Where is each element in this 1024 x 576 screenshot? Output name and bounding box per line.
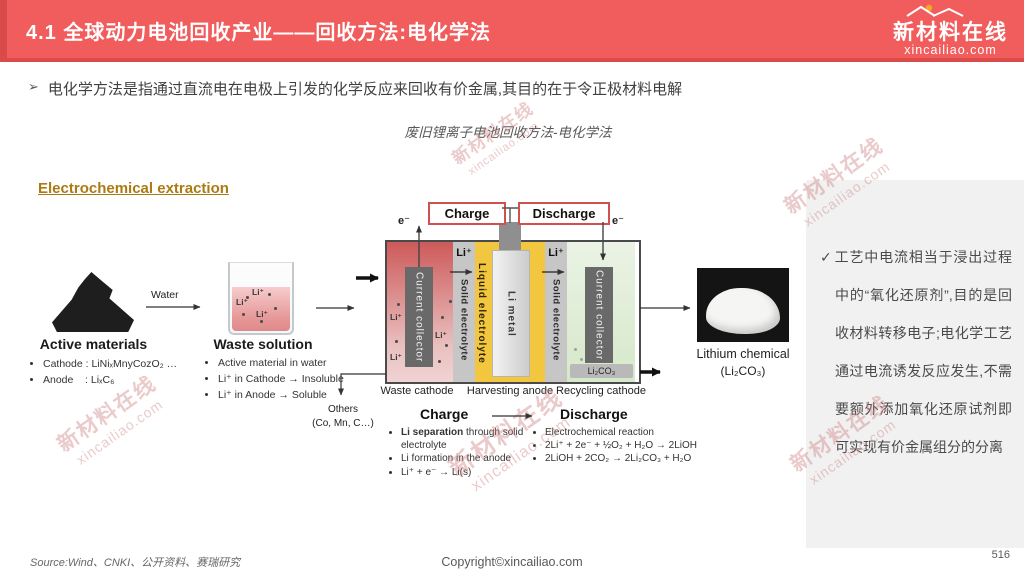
particle-dot bbox=[397, 303, 400, 306]
logo-name: 新材料在线 bbox=[893, 20, 1008, 44]
charge-box-label: Charge bbox=[444, 206, 490, 221]
current-collector-right: Current collector bbox=[585, 267, 613, 363]
lithium-chemical-label: Lithium chemical bbox=[696, 347, 790, 361]
li-ion-label: Li⁺ bbox=[252, 287, 265, 297]
particle-dot bbox=[445, 344, 448, 347]
others-line2: (Co, Mn, C…) bbox=[312, 417, 374, 429]
list-item: Li formation in the anode bbox=[401, 452, 541, 465]
header-banner: 4.1 全球动力电池回收产业——回收方法:电化学法 新材料在线 xincaili… bbox=[0, 0, 1024, 62]
li-ion-label: Li⁺ bbox=[390, 312, 403, 322]
current-collector-label: Current collector bbox=[413, 271, 425, 363]
text-fragment: through solid electrolyte bbox=[401, 427, 524, 452]
white-powder-image bbox=[706, 288, 780, 334]
intro-bullet-line: ➢ 电化学方法是指通过直流电在电极上引发的化学反应来回收有价金属,其目的在于令正… bbox=[28, 78, 988, 99]
list-item: Electrochemical reaction bbox=[545, 426, 720, 439]
li-ion-label: Li⁺ bbox=[390, 352, 403, 362]
discharge-box-label: Discharge bbox=[532, 206, 596, 221]
solid-electrolyte-section bbox=[453, 242, 475, 382]
beaker-liquid bbox=[232, 287, 290, 331]
particle-dot bbox=[260, 320, 263, 323]
waste-solution-label: Waste solution bbox=[213, 336, 313, 352]
source-line: Source:Wind、CNKI、公开资料、赛瑞研究 bbox=[30, 557, 241, 569]
charge-section-title: Charge bbox=[420, 406, 469, 422]
copyright-line: Copyright©xincailiao.com bbox=[441, 555, 583, 569]
page-number: 516 bbox=[991, 549, 1010, 561]
li-metal-electrode: Li metal bbox=[492, 250, 530, 377]
water-label: Water bbox=[151, 289, 179, 301]
li2co3-deposit: Li₂CO₃ bbox=[570, 364, 633, 378]
particle-dot bbox=[574, 348, 577, 351]
particle-dot bbox=[441, 316, 444, 319]
discharge-box: Discharge bbox=[518, 202, 610, 225]
list-item: Li⁺ + e⁻ → Li(s) bbox=[401, 466, 541, 479]
particle-dot bbox=[246, 296, 249, 299]
harvesting-anode-label: Harvesting anode bbox=[466, 385, 554, 397]
active-materials-powder-image bbox=[52, 272, 134, 332]
brand-logo: 新材料在线 xincailiao.com bbox=[893, 4, 1008, 57]
solid-electrolyte-left: Solid electrolyte bbox=[453, 268, 475, 372]
li-ion-label: Li⁺ bbox=[548, 247, 564, 259]
slide-title: 4.1 全球动力电池回收产业——回收方法:电化学法 bbox=[26, 22, 492, 44]
sidebar-panel: ✓工艺中电流相当于浸出过程中的“氧化还原剂”,目的是回收材料转移电子;电化学工艺… bbox=[806, 180, 1024, 548]
electron-label: e⁻ bbox=[398, 215, 410, 227]
others-line1: Others bbox=[327, 404, 358, 415]
particle-dot bbox=[438, 360, 441, 363]
particle-dot bbox=[580, 358, 583, 361]
li-ion-label: Li⁺ bbox=[256, 309, 269, 319]
particle-dot bbox=[268, 293, 271, 296]
list-item: Li separation through solid electrolyte bbox=[401, 426, 541, 452]
charge-bullets: Li separation through solid electrolyte … bbox=[388, 426, 541, 479]
section-label: Electrochemical extraction bbox=[38, 180, 229, 197]
li-ion-label: Li⁺ bbox=[456, 247, 472, 259]
watermark-line2: xincailiao.com bbox=[73, 396, 166, 468]
diagram-title: 废旧锂离子电池回收方法-电化学法 bbox=[404, 125, 612, 140]
list-item: Li⁺ in Cathode → Insoluble bbox=[218, 372, 393, 388]
bold-fragment: Li separation bbox=[401, 427, 464, 438]
electron-label: e⁻ bbox=[612, 215, 624, 227]
intro-text: 电化学方法是指通过直流电在电极上引发的化学反应来回收有价金属,其目的在于令正极材… bbox=[47, 81, 683, 98]
solid-electrolyte-section bbox=[545, 242, 567, 382]
solid-electrolyte-right: Solid electrolyte bbox=[545, 268, 567, 372]
checkmark-icon: ✓ bbox=[820, 249, 833, 265]
li-ion-label: Li⁺ bbox=[236, 297, 249, 307]
active-materials-bullets: Cathode : LiNiₓMnyCozO₂ … Anode : LiₓC₆ bbox=[30, 357, 213, 389]
list-item: Cathode : LiNiₓMnyCozO₂ … bbox=[43, 357, 213, 373]
logo-roof-icon bbox=[905, 4, 963, 17]
waste-cathode-label: Waste cathode bbox=[380, 385, 454, 397]
others-outlet-label: Others (Co, Mn, C…) bbox=[303, 403, 383, 430]
list-item: 2LiOH + 2CO₂ → 2Li₂CO₃ + H₂O bbox=[545, 452, 720, 465]
lithium-chemical-photo bbox=[697, 268, 789, 342]
active-materials-label: Active materials bbox=[39, 336, 148, 352]
top-terminal bbox=[499, 222, 521, 254]
current-collector-left: Current collector bbox=[405, 267, 433, 367]
list-item: Anode : LiₓC₆ bbox=[43, 373, 213, 389]
particle-dot bbox=[242, 313, 245, 316]
list-item: Active material in water bbox=[218, 356, 393, 372]
charge-box: Charge bbox=[428, 202, 506, 225]
liquid-electrolyte: Liquid electrolyte bbox=[476, 252, 487, 374]
list-item: 2Li⁺ + 2e⁻ + ½O₂ + H₂O → 2LiOH bbox=[545, 439, 720, 452]
list-item: Li⁺ in Anode → Soluble bbox=[218, 388, 393, 404]
discharge-section-title: Discharge bbox=[560, 406, 628, 422]
particle-dot bbox=[449, 300, 452, 303]
discharge-bullets: Electrochemical reaction 2Li⁺ + 2e⁻ + ½O… bbox=[532, 426, 720, 466]
header-accent-bar bbox=[0, 0, 7, 58]
particle-dot bbox=[395, 340, 398, 343]
recycling-cathode-label: Recycling cathode bbox=[556, 385, 646, 397]
particle-dot bbox=[274, 307, 277, 310]
sidebar-note-text: 工艺中电流相当于浸出过程中的“氧化还原剂”,目的是回收材料转移电子;电化学工艺通… bbox=[834, 249, 1013, 455]
li-ion-label: Li⁺ bbox=[435, 330, 448, 340]
lithium-chemical-formula: (Li₂CO₃) bbox=[720, 364, 766, 378]
current-collector-label: Current collector bbox=[593, 269, 605, 361]
li-metal-label: Li metal bbox=[505, 290, 517, 337]
sidebar-note: ✓工艺中电流相当于浸出过程中的“氧化还原剂”,目的是回收材料转移电子;电化学工艺… bbox=[820, 238, 1012, 466]
arrow-bullet-icon: ➢ bbox=[28, 79, 39, 94]
logo-domain: xincailiao.com bbox=[904, 42, 997, 57]
liquid-electrolyte-label: Liquid electrolyte bbox=[476, 262, 487, 364]
solid-electrolyte-label: Solid electrolyte bbox=[458, 279, 470, 361]
waste-solution-beaker-image: Li⁺ Li⁺ Li⁺ bbox=[228, 262, 294, 335]
waste-solution-bullets: Active material in water Li⁺ in Cathode … bbox=[205, 356, 393, 403]
solid-electrolyte-label: Solid electrolyte bbox=[550, 279, 562, 361]
